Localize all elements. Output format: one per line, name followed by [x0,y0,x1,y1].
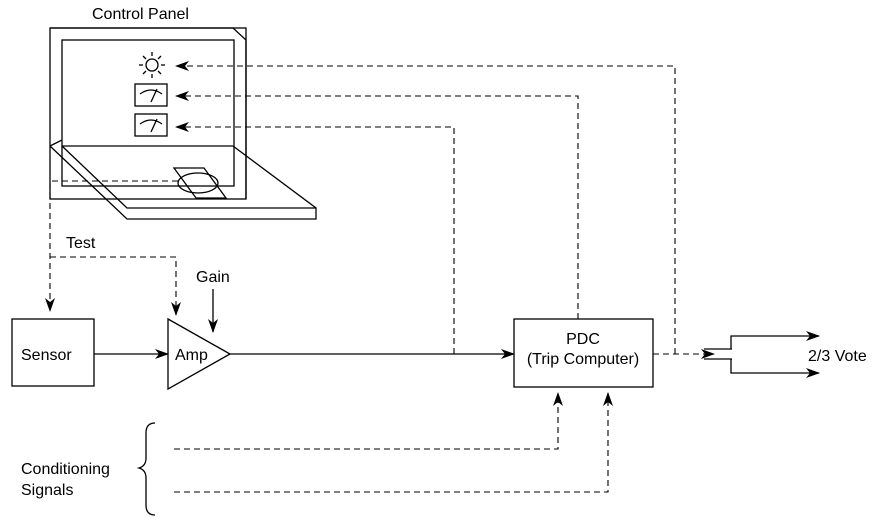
amp-label: Amp [175,347,208,364]
conditioning-label: Conditioning [21,461,110,478]
control-panel [49,27,317,220]
test-label: Test [66,235,96,252]
control-panel-label: Control Panel [92,6,189,23]
pdc-to-meter-1-line [175,91,579,319]
meter-1-gauge-icon [134,83,168,107]
vote-contact-symbol [704,331,820,378]
pdc-to-meter-2-line [175,122,455,354]
test-pushbutton-oval-icon [172,167,228,199]
test-to-sensor-line [45,180,178,312]
gain-label: Gain [196,269,230,286]
conditioning-signal-2-line [174,392,613,493]
conditioning-signal-1-line [174,392,563,450]
conditioning-brace [136,422,156,516]
sensor-block [11,318,95,387]
pdc-to-indicator-light-line [175,61,676,354]
control-panel-screen [49,27,247,200]
control-panel-display [61,39,235,187]
pdc-subtitle-label: (Trip Computer) [527,351,639,368]
test-to-amp-line [50,256,181,316]
meter-2-gauge-icon [134,113,168,137]
pdc-label: PDC [566,331,600,348]
indicator-light-sun-icon [139,52,165,78]
signals-label: Signals [21,482,73,499]
sensor-label: Sensor [21,347,72,364]
control-panel-base [49,145,317,220]
vote-label: 2/3 Vote [808,348,867,365]
